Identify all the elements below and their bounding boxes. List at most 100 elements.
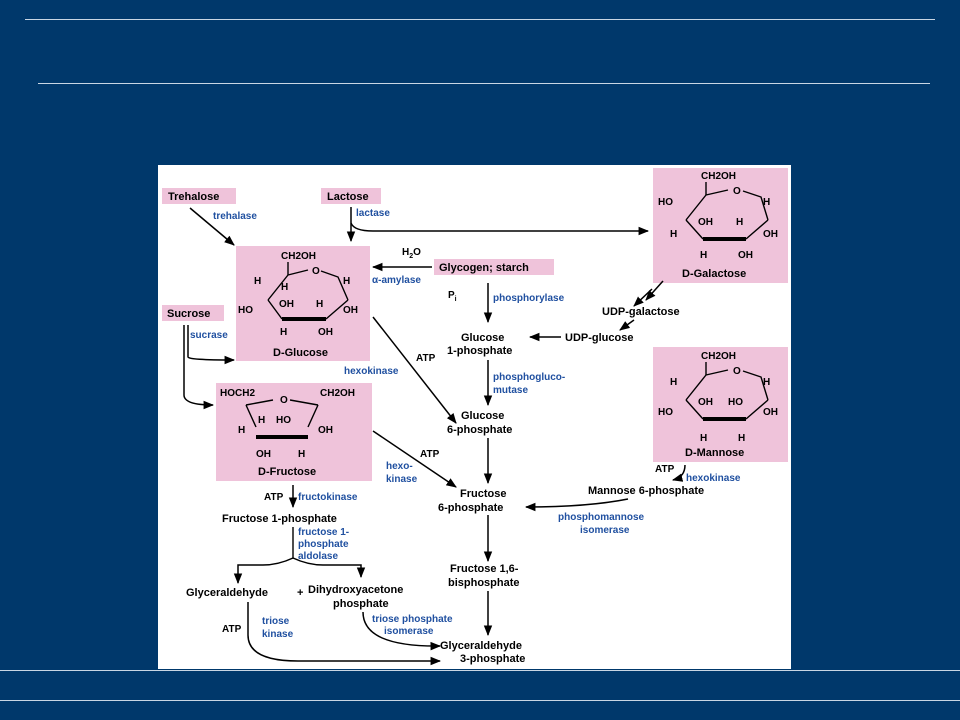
sucrose-to-fructose-arrow bbox=[183, 325, 215, 410]
sucrose-box bbox=[162, 305, 224, 321]
svg-text:OH: OH bbox=[318, 327, 333, 338]
g1p-line2: 1-phosphate bbox=[447, 345, 512, 357]
svg-text:OH: OH bbox=[698, 217, 713, 228]
atp-fru: ATP bbox=[420, 449, 440, 460]
galactose-down-arrow-2 bbox=[633, 288, 653, 307]
fbp-line1: Fructose 1,6- bbox=[450, 563, 519, 575]
f6p-line2: 6-phosphate bbox=[438, 502, 503, 514]
enzyme-fructokinase: fructokinase bbox=[298, 492, 358, 503]
fbp-line2: bisphosphate bbox=[448, 577, 520, 589]
svg-text:H: H bbox=[258, 415, 265, 426]
svg-text:H: H bbox=[763, 377, 770, 388]
enzyme-triose-kinase-2: kinase bbox=[262, 629, 294, 640]
svg-text:H: H bbox=[736, 217, 743, 228]
enzyme-lactase: lactase bbox=[356, 208, 390, 219]
atp-tk: ATP bbox=[222, 624, 242, 635]
galactose-structure: CH2OH O HO H H OH H OH H OH D-Galactose bbox=[658, 171, 778, 280]
fructose-name: D-Fructose bbox=[258, 466, 316, 478]
pi-label: Pi bbox=[448, 290, 457, 303]
enzyme-pgm-1: phosphogluco- bbox=[493, 372, 565, 383]
trehalose-arrow bbox=[189, 207, 235, 246]
svg-text:HO: HO bbox=[238, 305, 253, 316]
aldolase-to-dhap bbox=[292, 557, 366, 579]
enzyme-sucrase: sucrase bbox=[190, 330, 228, 341]
m6p-to-f6p-arrow bbox=[524, 498, 629, 512]
gap-line1: Glyceraldehyde bbox=[440, 640, 522, 652]
g6p-line2: 6-phosphate bbox=[447, 424, 512, 436]
aldolase-to-glyceraldehyde bbox=[233, 557, 294, 585]
svg-text:OH: OH bbox=[698, 397, 713, 408]
enzyme-phosphorylase: phosphorylase bbox=[493, 293, 565, 304]
enzyme-trehalase: trehalase bbox=[213, 211, 257, 222]
svg-text:HO: HO bbox=[658, 197, 673, 208]
lactose-label: Lactose bbox=[327, 191, 369, 203]
svg-text:OH: OH bbox=[738, 250, 753, 261]
udpgal-to-udpglc-arrow bbox=[619, 319, 635, 331]
svg-text:H: H bbox=[763, 197, 770, 208]
top-rule bbox=[25, 19, 935, 20]
enzyme-aldolase-3: aldolase bbox=[298, 551, 338, 562]
udp-galactose: UDP-galactose bbox=[602, 306, 680, 318]
svg-text:O: O bbox=[280, 395, 288, 406]
svg-text:H: H bbox=[670, 229, 677, 240]
sucrose-to-glucose-arrow bbox=[187, 325, 236, 365]
svg-text:HO: HO bbox=[728, 397, 743, 408]
svg-text:H: H bbox=[343, 276, 350, 287]
enzyme-pmi-2: isomerase bbox=[580, 525, 630, 536]
svg-text:H: H bbox=[670, 377, 677, 388]
pathway-svg: Trehalose Lactose Sucrose Glycogen; star… bbox=[162, 168, 788, 666]
fructose-structure: HOCH2 CH2OH O H H HO OH OH H D-Fructose bbox=[220, 388, 355, 478]
svg-text:OH: OH bbox=[256, 449, 271, 460]
enzyme-tpi-1: triose phosphate bbox=[372, 614, 453, 625]
plus-sign: + bbox=[297, 587, 303, 599]
atp-man: ATP bbox=[655, 464, 675, 475]
gap-line2: 3-phosphate bbox=[460, 653, 525, 665]
svg-text:H: H bbox=[298, 449, 305, 460]
g6p-line1: Glucose bbox=[461, 410, 504, 422]
glucose-to-g6p-arrow bbox=[372, 316, 457, 424]
title-rule bbox=[38, 83, 930, 84]
enzyme-aldolase-2: phosphate bbox=[298, 539, 349, 550]
svg-text:H: H bbox=[316, 299, 323, 310]
enzyme-hexokinase-man: hexokinase bbox=[686, 473, 741, 484]
sucrose-label: Sucrose bbox=[167, 308, 210, 320]
pathway-diagram: Trehalose Lactose Sucrose Glycogen; star… bbox=[158, 165, 791, 669]
mannose-to-m6p-arrow bbox=[671, 464, 686, 482]
fructose-1-phosphate: Fructose 1-phosphate bbox=[222, 513, 337, 525]
enzyme-pgm-2: mutase bbox=[493, 385, 528, 396]
galactose-box bbox=[653, 168, 788, 283]
svg-text:CH2OH: CH2OH bbox=[701, 351, 736, 362]
udp-glucose: UDP-glucose bbox=[565, 332, 633, 344]
footer-rule-upper bbox=[0, 670, 960, 671]
svg-text:CH2OH: CH2OH bbox=[701, 171, 736, 182]
trehalose-label: Trehalose bbox=[168, 191, 219, 203]
enzyme-aldolase-1: fructose 1- bbox=[298, 527, 349, 538]
svg-text:OH: OH bbox=[763, 229, 778, 240]
enzyme-pmi-1: phosphomannose bbox=[558, 512, 645, 523]
svg-text:O: O bbox=[312, 266, 320, 277]
svg-text:O: O bbox=[733, 186, 741, 197]
enzyme-hexokinase-fru-2: kinase bbox=[386, 474, 418, 485]
svg-text:H: H bbox=[738, 433, 745, 444]
svg-text:H: H bbox=[700, 250, 707, 261]
lactose-box bbox=[321, 188, 381, 204]
svg-text:HO: HO bbox=[276, 415, 291, 426]
svg-text:HO: HO bbox=[658, 407, 673, 418]
enzyme-tpi-2: isomerase bbox=[384, 626, 434, 637]
lactose-to-galactose-arrow bbox=[350, 222, 650, 236]
svg-text:OH: OH bbox=[343, 305, 358, 316]
glycogen-label: Glycogen; starch bbox=[439, 262, 529, 274]
svg-text:OH: OH bbox=[318, 425, 333, 436]
galactose-name: D-Galactose bbox=[682, 268, 746, 280]
mannose-6-phosphate: Mannose 6-phosphate bbox=[588, 485, 704, 497]
f6p-line1: Fructose bbox=[460, 488, 506, 500]
enzyme-hexokinase-fru-1: hexo- bbox=[386, 461, 413, 472]
enzyme-amylase: α-amylase bbox=[372, 275, 421, 286]
tpi-arrow bbox=[362, 611, 442, 651]
svg-text:CH2OH: CH2OH bbox=[281, 251, 316, 262]
glucose-box bbox=[236, 246, 370, 361]
atp-fk: ATP bbox=[264, 492, 284, 503]
mannose-structure: CH2OH O H H HO OH HO OH H H D-Mannose bbox=[658, 351, 778, 459]
atp-glc: ATP bbox=[416, 353, 436, 364]
enzyme-triose-kinase-1: triose bbox=[262, 616, 290, 627]
